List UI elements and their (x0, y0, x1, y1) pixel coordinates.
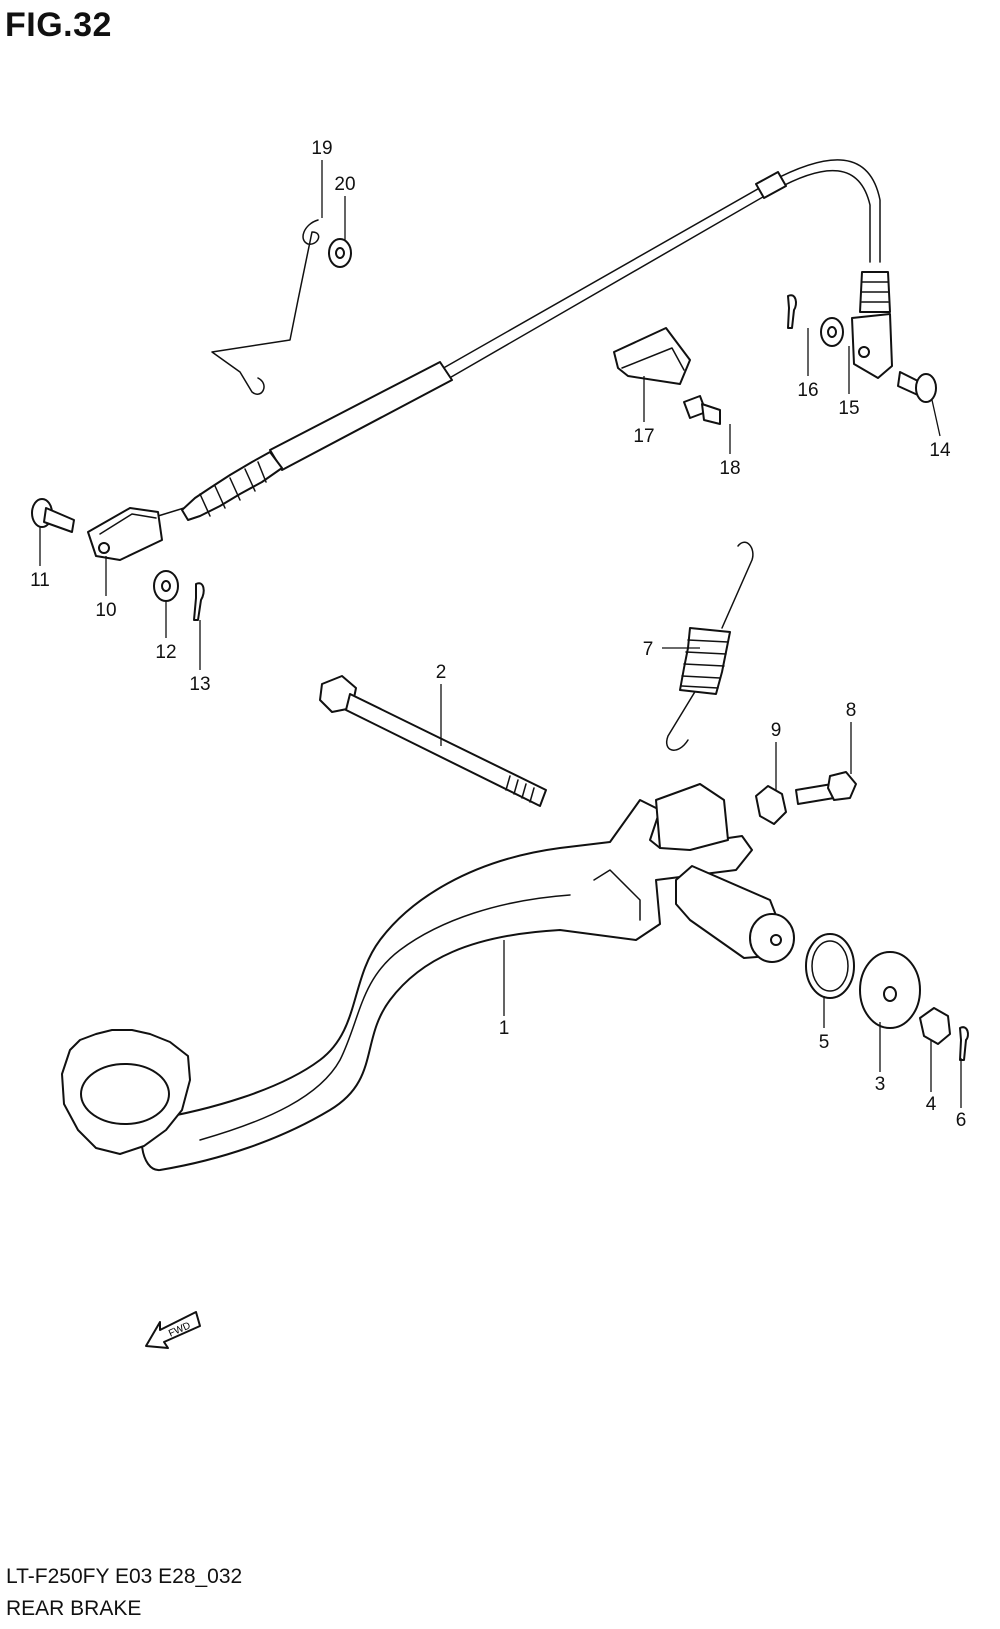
o-ring (805, 933, 855, 999)
model-code: LT-F250FY E03 E28_032 (6, 1565, 243, 1588)
return-spring (665, 541, 754, 751)
washer-shaft (859, 951, 921, 1029)
adjuster-bolt (795, 771, 857, 805)
callout-1: 1 (499, 1018, 510, 1039)
leader-lines (39, 160, 962, 1108)
callout-15: 15 (838, 398, 859, 419)
section-name: REAR BRAKE (6, 1597, 142, 1620)
cable-clamp (613, 327, 691, 385)
callout-9: 9 (771, 720, 782, 741)
cable-clevis-right (851, 313, 893, 379)
callout-2: 2 (436, 662, 447, 683)
callout-7: 7 (643, 639, 654, 660)
callout-4: 4 (926, 1094, 937, 1115)
callout-19: 19 (311, 138, 332, 159)
callout-20: 20 (334, 174, 355, 195)
pivot-bolt (319, 675, 547, 807)
clamp-bolt (683, 395, 721, 425)
callout-10: 10 (95, 600, 116, 621)
brake-pedal (61, 783, 795, 1172)
wire-clip (211, 219, 320, 395)
callout-12: 12 (155, 642, 176, 663)
callout-18: 18 (719, 458, 740, 479)
callout-labels: 1 2 3 4 5 6 7 8 9 10 11 12 13 14 15 16 1… (30, 138, 966, 1131)
callout-5: 5 (819, 1032, 830, 1053)
figure-title: FIG.32 (5, 6, 112, 44)
callout-13: 13 (189, 674, 210, 695)
brake-cable (157, 159, 891, 521)
callout-14: 14 (929, 440, 951, 461)
svg-text:FWD: FWD (167, 1320, 192, 1339)
cotter-pin-shaft (959, 1026, 969, 1061)
cotter-pin-right (787, 294, 797, 329)
callout-3: 3 (875, 1074, 886, 1095)
fwd-direction-arrow: FWD (145, 1311, 201, 1349)
cotter-pin-left (193, 582, 205, 621)
callout-16: 16 (797, 380, 818, 401)
callout-6: 6 (956, 1110, 967, 1131)
shaft-nut (919, 1007, 951, 1045)
adjuster-nut (755, 785, 787, 825)
callout-17: 17 (633, 426, 654, 447)
cable-clevis (87, 507, 163, 561)
clevis-pin-right (897, 371, 937, 403)
callout-11: 11 (30, 570, 50, 591)
callout-8: 8 (846, 700, 857, 721)
clevis-pin-left (31, 498, 75, 533)
